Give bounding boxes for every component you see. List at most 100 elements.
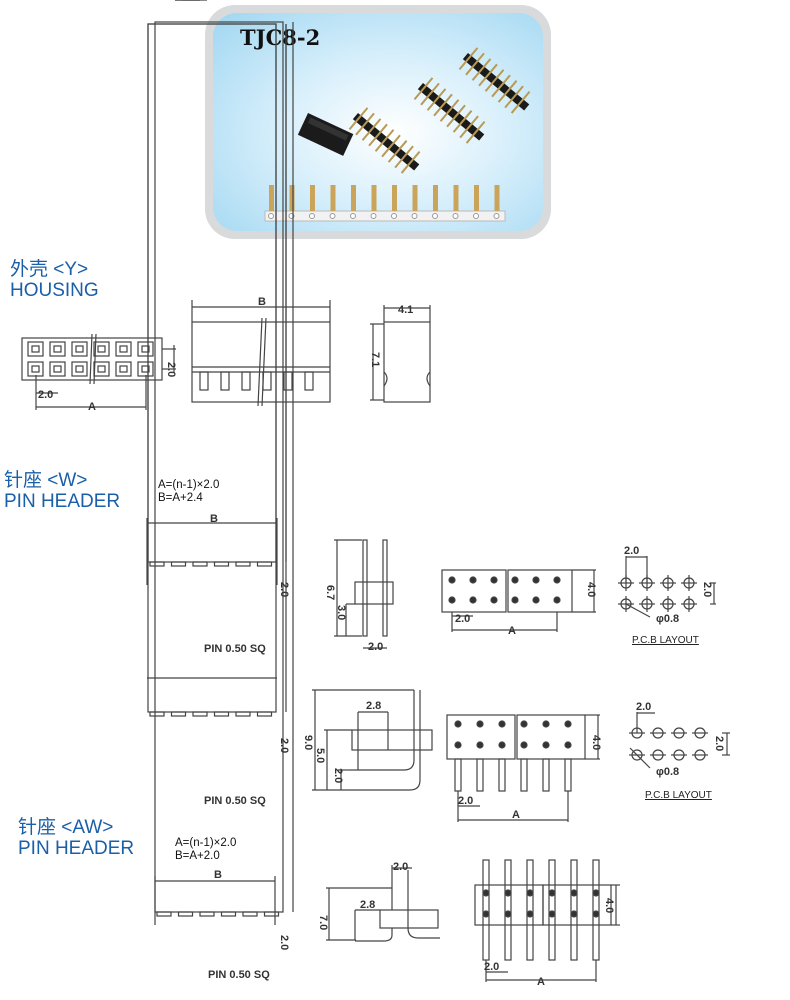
pin (381, 134, 401, 158)
wr-body-label: 2.0 (278, 738, 290, 753)
pin-dot (498, 720, 506, 728)
strip-hole (411, 213, 418, 219)
pin-dot (526, 910, 534, 918)
pin-shoulder (192, 561, 208, 567)
housing-height-label: 7.1 (369, 352, 381, 367)
pin-dot (553, 576, 561, 584)
wr-total-label: 9.0 (302, 735, 314, 750)
product-photo: TJC8-2 (205, 5, 551, 239)
bent-pin (350, 750, 415, 771)
pin-dot (564, 720, 572, 728)
header-body (147, 23, 277, 563)
crimp-terminal (494, 185, 500, 211)
housing-cavity (27, 361, 44, 377)
housing-cavity-inner (97, 365, 106, 373)
strip-hole (432, 213, 438, 219)
housing-cavity (93, 341, 110, 357)
housing-cavity-inner (31, 345, 40, 353)
pin-dot (520, 741, 528, 749)
pin-dot (542, 741, 550, 749)
housing-cavity-inner (53, 365, 62, 373)
pcb2-caption: P.C.B LAYOUT (645, 790, 712, 801)
housing-depth-label: 4.1 (398, 304, 413, 316)
pin (459, 115, 479, 139)
pin (458, 47, 479, 71)
pin-header-body (352, 113, 420, 171)
pin-shoulder (235, 711, 251, 717)
housing-cavity-inner (75, 365, 84, 373)
pin-dot (469, 596, 477, 604)
pin-shoulder (170, 711, 187, 717)
wr-bottom-view-right (516, 714, 586, 760)
aw-total-label: 7.0 (317, 915, 329, 930)
pcb1-hole-label: φ0.8 (656, 613, 679, 625)
wr-side-body (351, 729, 433, 751)
pcb1-caption: P.C.B LAYOUT (632, 635, 699, 646)
crimp-terminal (371, 185, 377, 211)
housing-tooth-gap (220, 371, 230, 391)
pin-dot (520, 720, 528, 728)
crimp-terminal (289, 185, 295, 211)
pin-dot (511, 576, 519, 584)
pin-shoulder (149, 561, 165, 567)
aw-side-body (379, 909, 439, 929)
housing-pitch-v-label: 2.0 (165, 362, 177, 377)
pin-dot (548, 910, 556, 918)
pin-header-w-title-en: PIN HEADER (4, 491, 121, 512)
pin-header-w-formula: A=(n-1)×2.0 B=A+2.4 (158, 479, 219, 505)
latch (383, 371, 388, 387)
pin-header-part-image (413, 77, 486, 144)
pin-dot (482, 889, 490, 897)
w-bottom-pitch-label: 2.0 (455, 613, 470, 625)
wr-pin-tail (454, 758, 462, 792)
pin-shoulder (199, 911, 215, 917)
pin-dot (482, 910, 490, 918)
pin-header-body (417, 83, 485, 141)
aw-pin (592, 859, 600, 961)
pin (465, 52, 485, 76)
crimp-terminal (330, 185, 336, 211)
pin (420, 82, 440, 106)
terminal-carrier-strip (264, 210, 506, 222)
wr-pin-tail (520, 758, 528, 792)
pin-header-part-image (348, 107, 421, 174)
pin-dot (454, 720, 462, 728)
pin (387, 140, 408, 163)
housing-cavity-inner (141, 345, 150, 353)
housing-b-label: B (258, 296, 266, 308)
pin-shoulder (256, 711, 273, 717)
wr-pin-tail (476, 758, 484, 792)
crimp-terminal (392, 185, 397, 211)
pin (368, 123, 388, 147)
w-side-pin (362, 539, 368, 637)
pin-dot (542, 720, 550, 728)
strip-hole (309, 213, 315, 219)
housing-cavity (71, 361, 88, 377)
w-body-label: 2.0 (278, 582, 290, 597)
pin-dot (592, 889, 600, 897)
housing-cavity-inner (119, 365, 128, 373)
w-pin-note: PIN 0.50 SQ (204, 643, 266, 655)
wr-mid-label: 5.0 (314, 748, 326, 763)
break-line (257, 317, 263, 407)
pin-header-aw-title-en: PIN HEADER (18, 838, 135, 859)
pin-dot (448, 576, 456, 584)
strip-hole (452, 213, 459, 219)
pin (446, 104, 466, 128)
pin-dot (553, 596, 561, 604)
strip-hole (268, 213, 274, 219)
pin-header-aw-title-cn: 针座 <AW> (18, 817, 114, 838)
pin-shoulder (263, 911, 280, 917)
housing-cavity (115, 341, 132, 357)
pin (361, 118, 382, 141)
wr-row-label: 4.0 (590, 735, 602, 750)
housing-cavity-inner (75, 345, 84, 353)
housing-pitch-h-label: 2.0 (38, 389, 53, 401)
w-tail-label: 3.0 (335, 605, 347, 620)
formula-b: B=A+2.0 (175, 850, 220, 862)
pin (348, 107, 369, 131)
pin-dot (526, 889, 534, 897)
pin (394, 145, 414, 169)
bent-pin (350, 779, 421, 791)
hole-leader (625, 603, 651, 618)
